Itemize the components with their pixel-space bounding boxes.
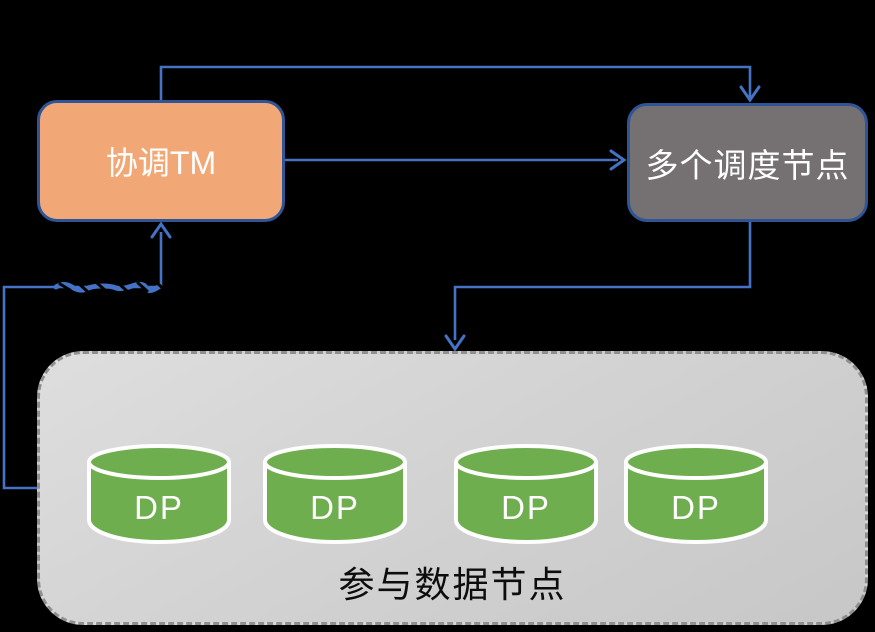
- connector-scheduler-to-participants: [444, 222, 752, 352]
- scheduler-label: 多个调度节点: [645, 146, 850, 184]
- coordinator-label: 协调TM: [105, 145, 217, 181]
- connector-line: [453, 222, 752, 340]
- connector-coordinator-to-scheduler: [285, 149, 627, 171]
- participants-caption: 参与数据节点: [338, 564, 567, 605]
- database-cylinder-icon: [624, 444, 768, 544]
- arrowhead-down-icon: [444, 334, 466, 352]
- dp-label: DP: [671, 489, 721, 526]
- scribble-mark-dark: [58, 281, 168, 293]
- dp-label: DP: [134, 489, 184, 526]
- dp-label: DP: [310, 489, 360, 526]
- node-scheduler: 多个调度节点: [627, 103, 868, 222]
- dp-cylinder: DP: [86, 443, 232, 546]
- node-coordinator: 协调TM: [37, 100, 285, 222]
- dp-cylinder: DP: [262, 443, 408, 546]
- dp-cylinder: DP: [623, 443, 769, 546]
- arrowhead-down-icon: [739, 85, 761, 103]
- arrowhead-right-icon: [609, 149, 627, 171]
- dp-cylinder: DP: [453, 443, 599, 546]
- participants-group: DP DP DP DP 参与数据节点: [37, 351, 868, 625]
- connector-coordinator-top-to-scheduler: [159, 65, 761, 103]
- database-cylinder-icon: [263, 444, 407, 544]
- arrowhead-up-icon: [150, 221, 172, 239]
- scribble-mark: [53, 281, 163, 294]
- database-cylinder-icon: [454, 444, 598, 544]
- connector-line: [159, 65, 752, 100]
- dp-label: DP: [501, 489, 551, 526]
